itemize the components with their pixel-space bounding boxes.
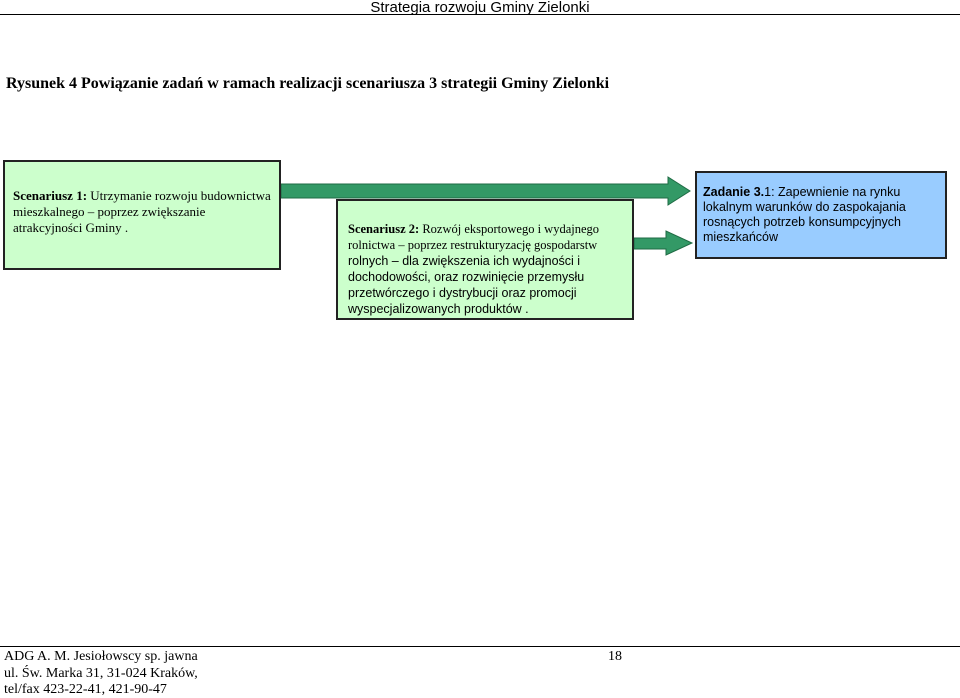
scenario-1-box: Scenariusz 1: Utrzymanie rozwoju budowni… (3, 160, 281, 270)
arrow-scenario2-to-task (633, 230, 694, 256)
page-number: 18 (608, 649, 622, 664)
scenario-1-label: Scenariusz 1: (13, 188, 88, 203)
header-divider (0, 14, 960, 15)
scenario-2-box: Scenariusz 2: Rozwój eksportowego i wyda… (336, 199, 634, 320)
footer-divider (0, 646, 960, 647)
footer-address: ul. Św. Marka 31, 31-024 Kraków, (4, 666, 198, 681)
task-3-1-box: Zadanie 3.1: Zapewnienie na rynku lokaln… (695, 171, 947, 259)
page-header-title: Strategia rozwoju Gminy Zielonki (370, 0, 590, 16)
arrow-scenario1-to-task (280, 176, 691, 206)
footer-company: ADG A. M. Jesiołowscy sp. jawna (4, 649, 198, 664)
scenario-2-text-sans: rolnych – dla zwiększenia ich wydajności… (348, 254, 585, 316)
task-3-1-label: Zadanie 3. (703, 185, 765, 199)
footer-phone: tel/fax 423-22-41, 421-90-47 (4, 682, 167, 697)
figure-caption: Rysunek 4 Powiązanie zadań w ramach real… (6, 75, 610, 92)
task-3-1-text: 1: Zapewnienie na rynku lokalnym warunkó… (703, 185, 906, 244)
scenario-2-text-serif: Rozwój eksportowego i wydajnego rolnictw… (348, 222, 600, 252)
scenario-2-label: Scenariusz 2: (348, 222, 420, 236)
scenario-1-text: Utrzymanie rozwoju budownictwa mieszkaln… (13, 188, 271, 235)
